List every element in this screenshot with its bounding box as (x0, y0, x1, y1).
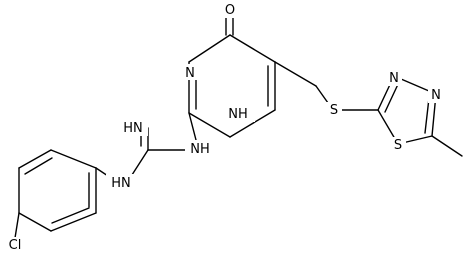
bond-c6-n1 (229, 109, 276, 138)
atom-thiadiazole-n2: N (431, 88, 441, 103)
bond-n3-c4 (188, 34, 231, 63)
atom-guanidine-imine: HN (123, 121, 143, 136)
bond-ar-5-6-inner (51, 207, 90, 224)
bond-c5t-methyl (431, 135, 463, 157)
atom-oxo: O (225, 3, 235, 18)
atom-chloro: Cl (9, 238, 22, 253)
bond-cg-nhar (129, 149, 149, 179)
atom-guanidine-nh-ring: NH (190, 142, 210, 157)
atom-thiadiazole-n1: N (389, 71, 399, 86)
atom-ring-n-upper: N (185, 66, 195, 81)
atom-sulfur-linker: S (330, 103, 338, 118)
atom-ring-nh: NH (228, 107, 248, 122)
bond-ar-1-2 (50, 149, 97, 169)
bond-ar-2-3-inner (24, 157, 53, 175)
bonds (14, 13, 463, 239)
atom-labels: O N NH NH HN HN Cl S S N N (3, 2, 444, 253)
atom-aryl-nh: HN (111, 176, 131, 191)
bond-c2-nh (188, 112, 197, 141)
bond-ar-2-3 (18, 149, 52, 169)
bond-c6-ch2 (274, 61, 317, 87)
atom-thiadiazole-s: S (394, 138, 402, 153)
bond-ar-cl (14, 212, 20, 239)
bond-c4-c5 (229, 34, 276, 63)
bond-n1-c2 (188, 112, 231, 138)
bond-ar-4-5 (18, 212, 52, 232)
bond-n4t-c5t-b (424, 97, 430, 134)
bond-ar-5-6 (50, 212, 97, 232)
